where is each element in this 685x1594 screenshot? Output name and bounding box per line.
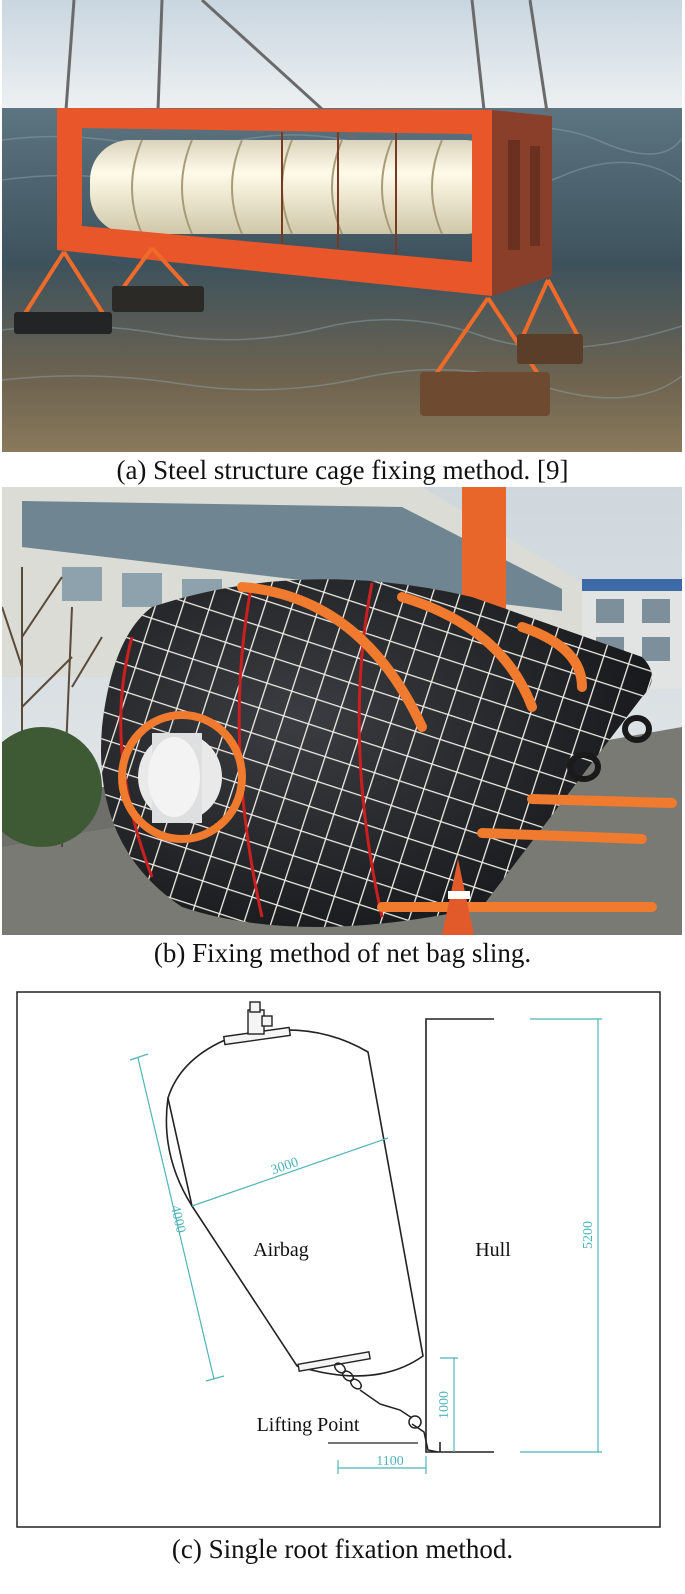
airbag-outline — [165, 1029, 424, 1377]
sky — [2, 0, 682, 112]
caption-panel-a: (a) Steel structure cage fixing method. … — [116, 455, 569, 485]
label-airbag: Airbag — [253, 1239, 309, 1261]
floating-pontoons — [14, 246, 583, 416]
label-hull: Hull — [475, 1239, 511, 1261]
panel-b: (b) Fixing method of net bag sling. — [0, 487, 685, 977]
panel-c: 3000 4000 5200 1000 1100 Airbag Hull Lif… — [0, 990, 685, 1594]
airbag-bands — [131, 139, 443, 235]
orange-slings — [237, 582, 677, 912]
net-bag-illustration — [2, 487, 682, 935]
hull-outline — [425, 1018, 494, 1453]
label-lifting-point: Lifting Point — [257, 1414, 360, 1436]
dimension-lines — [129, 1018, 602, 1474]
dim-lift-height: 1000 — [437, 1391, 452, 1419]
valve-icon — [222, 1001, 292, 1046]
caption-panel-b: (b) Fixing method of net bag sling. — [153, 938, 532, 968]
tyres — [567, 715, 652, 782]
airbag-inside-cage — [90, 140, 505, 234]
steel-cage-photo — [2, 0, 682, 452]
dim-hull-height: 5200 — [581, 1221, 596, 1249]
lifting-chain — [333, 1362, 439, 1453]
dim-airbag-length: 4000 — [167, 1204, 188, 1235]
steel-cage-frame — [57, 108, 552, 296]
caption-panel-c: (c) Single root fixation method. — [171, 1534, 514, 1564]
traffic-cone — [442, 859, 474, 935]
steel-cage-illustration — [2, 0, 682, 452]
panel-a: (a) Steel structure cage fixing method. … — [0, 0, 685, 490]
fixation-drawing: 3000 4000 5200 1000 1100 Airbag Hull Lif… — [16, 991, 661, 1528]
drawing-border — [16, 991, 661, 1528]
net-bag-sling-photo — [2, 487, 682, 935]
dim-lift-offset: 1100 — [376, 1454, 403, 1469]
